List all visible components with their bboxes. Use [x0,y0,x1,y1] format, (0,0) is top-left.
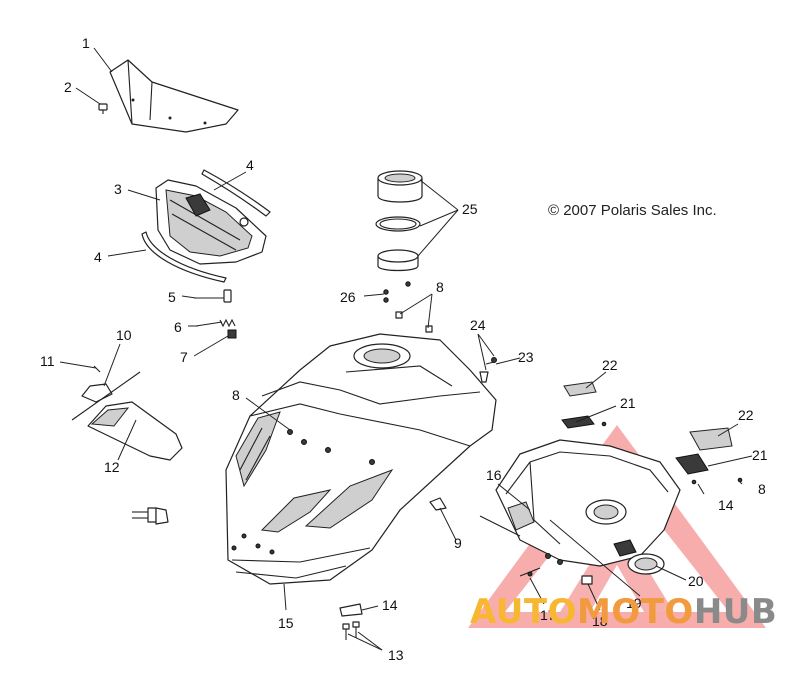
callout-15: 15 [278,615,294,631]
callout-8-hood: 8 [232,387,240,403]
rivet-part [527,571,593,585]
screw-part [691,479,697,485]
bolt-pair-part [342,621,360,640]
callout-6: 6 [174,319,182,335]
mirror-part [71,365,183,461]
leader-lines [59,47,753,651]
lower-trim-strip [141,231,227,283]
fastener-set-part [132,507,169,525]
headlight-part [155,179,267,265]
spring-part [195,318,236,328]
callout-8-tank: 8 [436,279,444,295]
callout-23: 23 [518,349,534,365]
screw-part [601,421,607,427]
callout-10: 10 [116,327,132,343]
adjuster-screw-part [194,289,232,303]
callout-18: 18 [592,613,608,629]
screw-part [98,103,108,114]
callout-1: 1 [82,35,90,51]
clip-part [227,329,237,339]
callout-20: 20 [688,573,704,589]
callout-14-right: 14 [718,497,734,513]
callout-16: 16 [486,467,502,483]
callout-4-upper: 4 [246,157,254,173]
push-rivet-part [395,311,433,333]
pad-upper-part [563,381,597,397]
callout-3: 3 [114,181,122,197]
upper-trim-strip [201,169,271,217]
callout-7: 7 [180,349,188,365]
screw-part [737,477,743,483]
callout-22-lower: 22 [738,407,754,423]
callout-11: 11 [40,353,55,369]
callout-21-upper: 21 [620,395,636,411]
callout-14-bottom: 14 [382,597,398,613]
callout-labels: 1 2 3 4 4 5 6 7 8 8 8 9 10 11 12 13 14 1… [40,35,768,663]
copyright-text: © 2007 Polaris Sales Inc. [548,202,717,219]
belly-pan-part [495,439,681,575]
callout-4-lower: 4 [94,249,102,265]
watermark-part-3: HUB [693,592,778,632]
watermark-part-1: AUTO [470,592,577,632]
windshield-part [109,59,239,133]
watermark-part-2: MOTO [576,592,694,632]
callout-9: 9 [454,535,462,551]
bracket-upper-part [561,415,595,429]
callout-17: 17 [540,607,556,623]
fuel-cap-part [375,170,423,272]
callout-8-right: 8 [758,481,766,497]
hood-part [225,333,497,585]
callout-21-lower: 21 [752,447,768,463]
bracket-lower-part [675,453,709,475]
callout-25: 25 [462,201,478,217]
callout-22-upper: 22 [602,357,618,373]
small-screw-part [383,281,411,303]
watermark-logo: AUTOMOTOHUB [470,592,777,632]
callout-13: 13 [388,647,404,663]
callout-24: 24 [470,317,486,333]
callout-5: 5 [168,289,176,305]
callout-26: 26 [340,289,356,305]
stud-part [479,357,497,383]
callout-19: 19 [626,595,642,611]
callout-2: 2 [64,79,72,95]
grommet-part [429,497,447,511]
seam-line [479,515,521,537]
clip-bottom-part [339,603,363,617]
callout-12: 12 [104,459,120,475]
